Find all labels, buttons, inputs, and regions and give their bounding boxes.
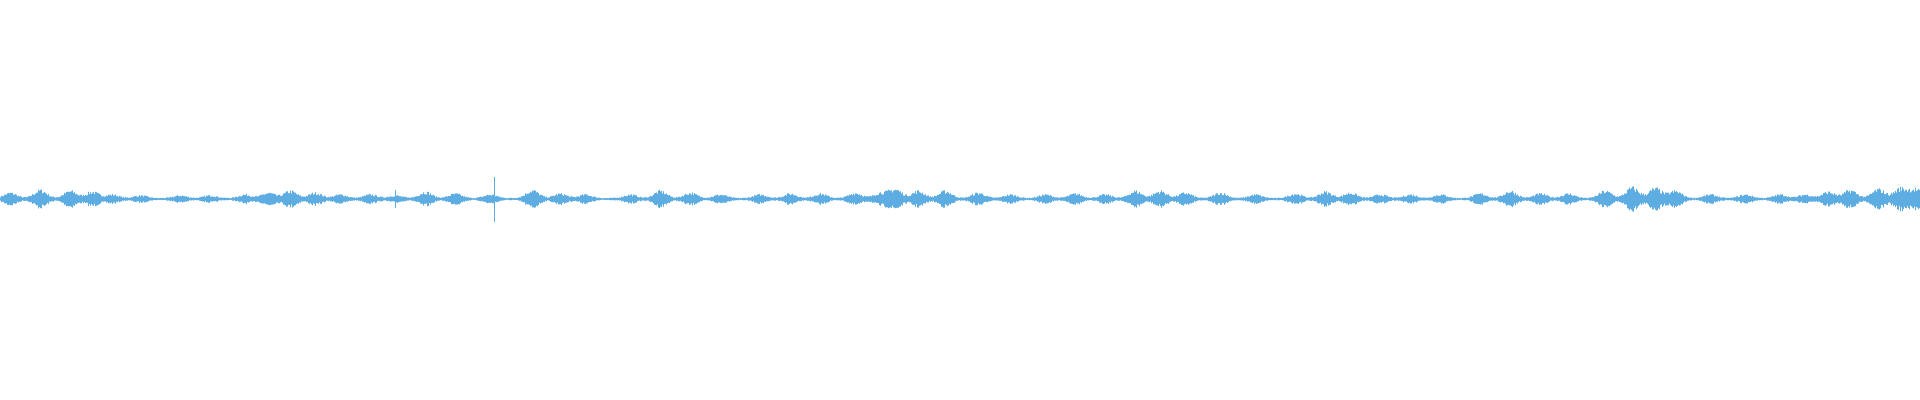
waveform-bars xyxy=(0,186,1920,212)
